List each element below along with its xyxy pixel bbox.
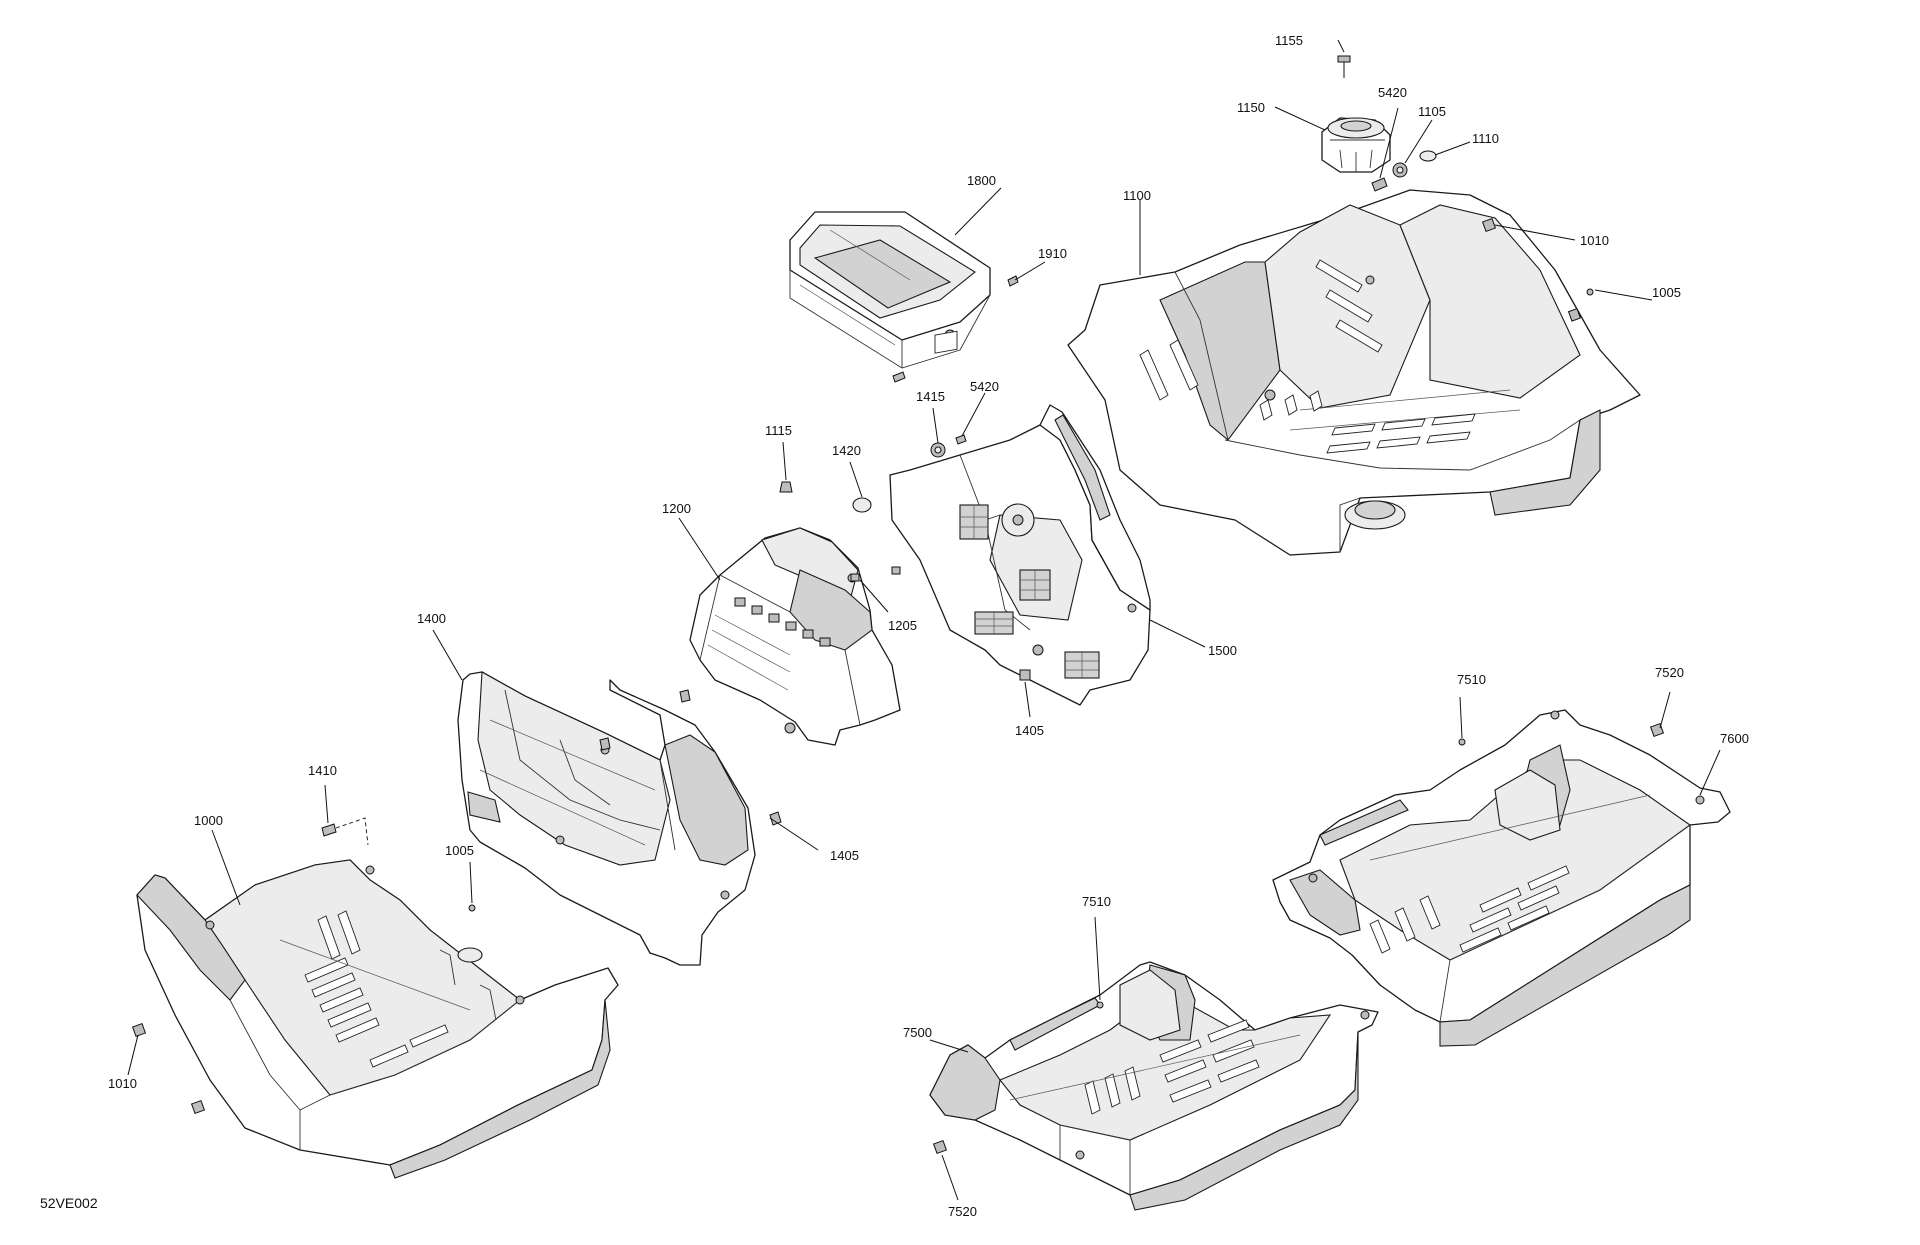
callout-1110: 1110 — [1472, 131, 1499, 146]
callout-7510: 7510 — [1457, 672, 1486, 687]
callout-1000: 1000 — [194, 813, 223, 828]
callout-1800: 1800 — [967, 173, 996, 188]
part-1800-storage-tray — [789, 211, 991, 369]
callout-1150: 1150 — [1237, 100, 1265, 115]
reference-code: 52VE002 — [40, 1195, 98, 1211]
callout-7510: 7510 — [1082, 894, 1111, 909]
callout-1115: 1115 — [765, 423, 792, 438]
callout-1105: 1105 — [1418, 104, 1446, 119]
part-1500-vent-grilles — [934, 330, 1100, 679]
part-1500-center-console — [889, 330, 1151, 706]
part-1200-electrical-bracket — [689, 527, 901, 746]
callout-1205: 1205 — [888, 618, 917, 633]
callout-1010: 1010 — [108, 1076, 137, 1091]
callout-7600: 7600 — [1720, 731, 1749, 746]
part-7500-floor-slots — [1084, 1019, 1260, 1115]
part-1200-terminals — [734, 597, 831, 647]
callout-1400: 1400 — [417, 611, 446, 626]
callout-5420: 5420 — [970, 379, 999, 394]
callout-1500: 1500 — [1208, 643, 1237, 658]
callout-1410: 1410 — [308, 763, 337, 778]
callout-1100: 1100 — [1123, 188, 1151, 203]
part-1150-filler-cap — [1321, 117, 1391, 173]
part-1100-floor-slots — [1139, 259, 1476, 454]
callout-leader-lines — [127, 39, 1721, 1201]
callout-1405: 1405 — [830, 848, 859, 863]
callout-1005: 1005 — [445, 843, 474, 858]
callout-7520: 7520 — [1655, 665, 1684, 680]
part-7600-rear-floor-tub — [1272, 709, 1731, 1047]
part-1000-floor-slots — [304, 910, 449, 1068]
callout-7520: 7520 — [948, 1204, 977, 1219]
callout-labels: 1155 1150 5420 1105 1110 1800 1100 1010 … — [108, 33, 1749, 1219]
part-1100-rear-tub — [1067, 189, 1641, 556]
callout-5420: 5420 — [1378, 85, 1407, 100]
callout-1405: 1405 — [1015, 723, 1044, 738]
part-1400-front-panel — [457, 671, 756, 966]
callout-1155: 1155 — [1275, 33, 1303, 48]
part-1000-front-floor-tub — [136, 859, 619, 1179]
part-7500-rear-floor-tub — [929, 961, 1379, 1211]
part-7600-floor-slots — [1369, 865, 1570, 954]
callout-1910: 1910 — [1038, 246, 1067, 261]
callout-1200: 1200 — [662, 501, 691, 516]
callout-1415: 1415 — [916, 389, 945, 404]
callout-1420: 1420 — [832, 443, 861, 458]
callout-7500: 7500 — [903, 1025, 932, 1040]
callout-1005: 1005 — [1652, 285, 1681, 300]
callout-1010: 1010 — [1580, 233, 1609, 248]
hardware-fasteners — [131, 55, 1665, 1155]
